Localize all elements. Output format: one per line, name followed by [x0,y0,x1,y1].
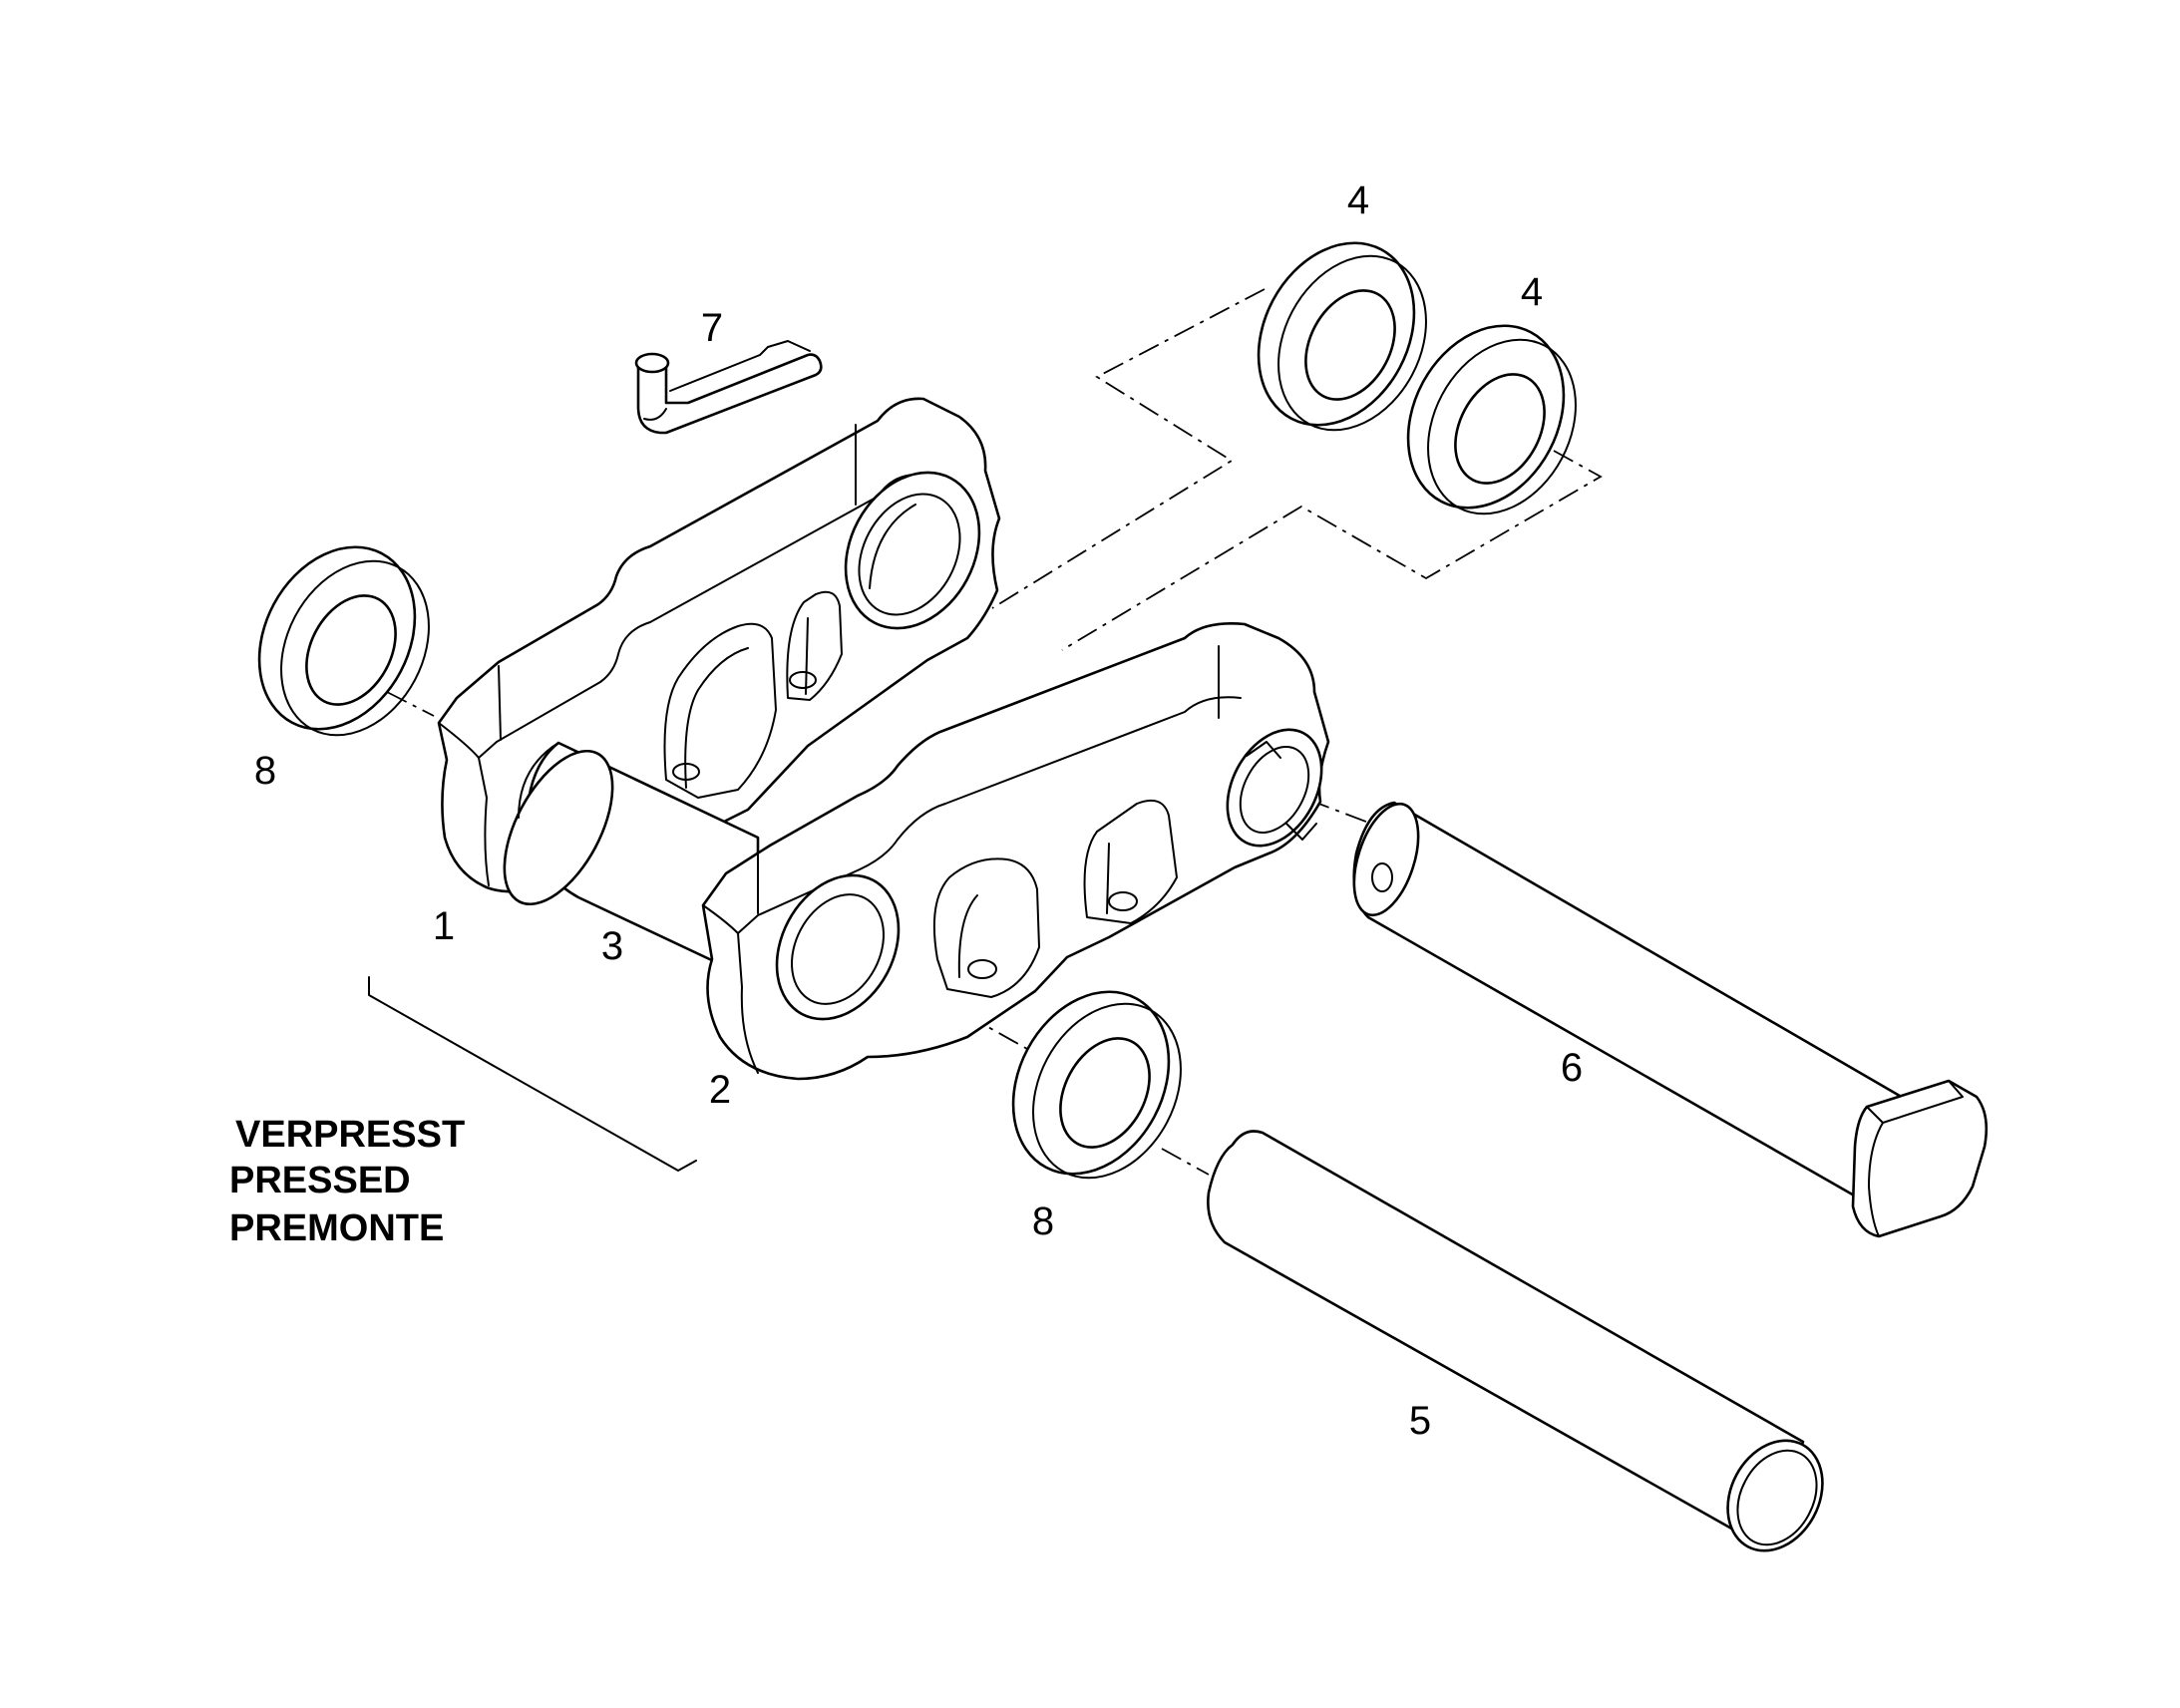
callout-labels: 1 2 3 4 4 5 6 7 8 8 [254,178,1583,1443]
pressed-assembly-bracket [368,976,697,1172]
bushing-part [503,741,760,965]
callout-headed-pin: 6 [1561,1046,1583,1090]
seal-ring-bottom [1011,990,1182,1180]
note-line-french: PREMONTE [229,1207,444,1249]
plain-pin-part [1207,1130,1824,1552]
callout-seal-top-a: 4 [1347,178,1369,222]
note-line-english: PRESSED [229,1160,411,1201]
pressed-note: VERPRESST PRESSED PREMONTE [229,1114,465,1249]
callout-link-left: 1 [433,904,455,948]
callout-link-right: 2 [709,1068,731,1112]
callout-seal-top-b: 4 [1521,270,1543,314]
callout-seal-bottom: 8 [1032,1199,1054,1243]
headed-pin-part [1352,801,1989,1238]
callout-plain-pin: 5 [1409,1399,1431,1443]
lock-pin-part [634,340,823,435]
callout-lock-pin: 7 [701,306,723,350]
seal-ring-top-b [1406,324,1577,515]
note-line-german: VERPRESST [235,1114,465,1156]
seal-ring-top-a [1257,241,1427,432]
right-track-link [701,622,1330,1081]
seal-ring-left [257,545,430,737]
callout-bushing: 3 [601,924,623,968]
callout-seal-left: 8 [254,749,276,793]
